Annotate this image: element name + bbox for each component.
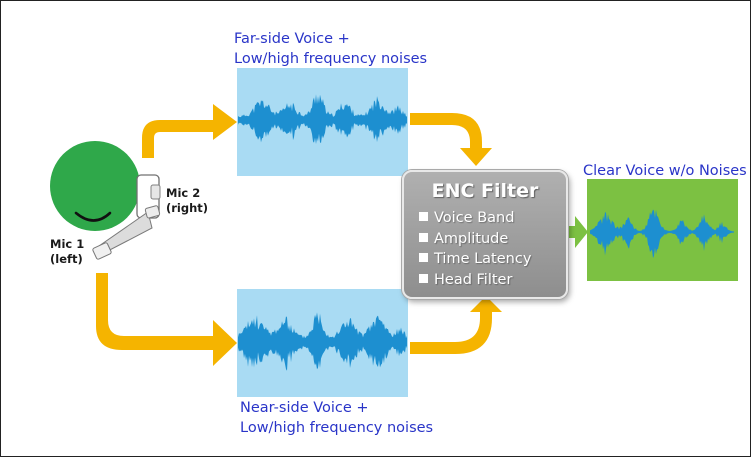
far-side-waveform <box>238 94 407 144</box>
enc-filter-item: Head Filter <box>419 270 531 291</box>
near-side-label: Near-side Voice + Low/high frequency noi… <box>240 398 433 438</box>
enc-filter-item: Voice Band <box>419 208 531 229</box>
mic1-label-line1: Mic 1 <box>50 237 85 251</box>
enc-filter-box: ENC Filter Voice Band Amplitude Time Lat… <box>402 170 568 299</box>
far-side-label-line1: Far-side Voice + <box>234 31 350 47</box>
headset-icon <box>92 174 161 260</box>
mic2-label-line1: Mic 2 <box>166 186 201 200</box>
waveform-shape <box>590 209 734 259</box>
far-side-label: Far-side Voice + Low/high frequency nois… <box>234 29 427 69</box>
clear-voice-label: Clear Voice w/o Noises <box>583 163 747 179</box>
enc-filter-list: Voice Band Amplitude Time Latency Head F… <box>419 208 531 290</box>
arrow-near-to-enc <box>410 296 502 354</box>
enc-filter-item: Time Latency <box>419 249 531 270</box>
far-side-label-line2: Low/high frequency noises <box>234 51 428 67</box>
near-side-label-line1: Near-side Voice + <box>240 400 369 416</box>
arrow-enc-to-clean <box>567 216 588 248</box>
mic2-label-line2: (right) <box>166 201 209 215</box>
mic1-label-line2: (left) <box>50 252 83 266</box>
arrow-to-near-side <box>96 273 237 366</box>
waveform-shape <box>238 312 407 371</box>
near-side-waveform <box>238 312 407 371</box>
waveform-shape <box>238 94 407 144</box>
mic1-label: Mic 1 (left) <box>50 237 84 267</box>
enc-filter-item: Amplitude <box>419 229 531 250</box>
mic2-label: Mic 2 (right) <box>166 186 208 216</box>
arrow-to-far-side <box>142 104 237 158</box>
near-side-label-line2: Low/high frequency noises <box>240 420 434 436</box>
arrow-far-to-enc <box>410 113 492 166</box>
clean-waveform <box>590 209 734 259</box>
enc-filter-title: ENC Filter <box>431 180 539 202</box>
head-icon <box>50 141 140 231</box>
